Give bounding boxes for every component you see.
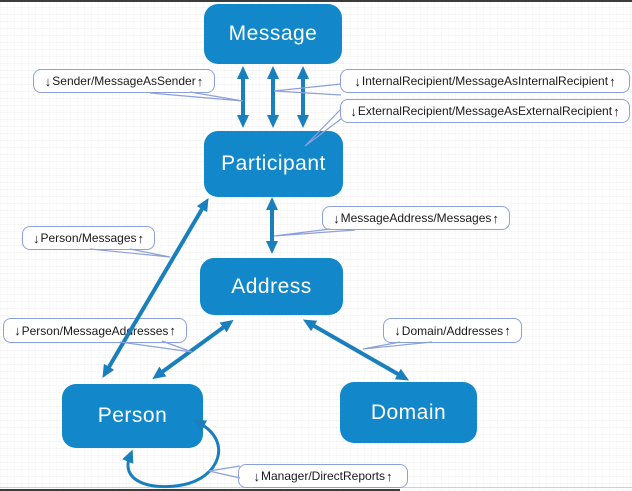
down-arrow-icon: ↓	[44, 73, 52, 89]
down-arrow-icon: ↓	[354, 73, 361, 89]
down-arrow-icon: ↓	[32, 230, 40, 246]
node-address-label: Address	[231, 274, 312, 298]
down-arrow-icon: ↓	[350, 103, 357, 119]
callout-domain-addresses-label: Domain/Addresses	[401, 323, 504, 338]
node-participant-label: Participant	[221, 152, 326, 175]
callout-person-messages: ↓Person/Messages↑	[22, 226, 155, 250]
node-message: Message	[204, 4, 342, 64]
callout-internal-recipient-leader	[273, 83, 342, 96]
callout-sender: ↓Sender/MessageAsSender↑	[33, 69, 215, 93]
node-person-label: Person	[97, 404, 168, 427]
down-arrow-icon: ↓	[333, 210, 340, 226]
callout-manager-direct-reports: ↓Manager/DirectReports↑	[238, 464, 408, 488]
up-arrow-icon: ↑	[196, 73, 204, 89]
node-participant: Participant	[204, 131, 343, 197]
callout-external-recipient: ↓ExternalRecipient/MessageAsExternalReci…	[340, 99, 630, 123]
down-arrow-icon: ↓	[394, 323, 401, 338]
node-person: Person	[62, 384, 203, 448]
callout-internal-recipient-label: InternalRecipient/MessageAsInternalRecip…	[361, 74, 609, 88]
up-arrow-icon: ↑	[613, 103, 620, 119]
callout-message-address-label: MessageAddress/Messages	[340, 211, 492, 225]
up-arrow-icon: ↑	[137, 230, 145, 246]
callout-message-address: ↓MessageAddress/Messages↑	[322, 206, 510, 230]
node-domain-label: Domain	[370, 400, 447, 424]
bottom-frame-line	[0, 489, 400, 491]
node-message-label: Message	[228, 22, 318, 45]
callout-person-message-addresses-label: Person/MessageAddresses	[21, 323, 169, 338]
up-arrow-icon: ↑	[169, 323, 176, 338]
node-domain: Domain	[340, 382, 477, 443]
callout-manager-direct-reports-label: Manager/DirectReports	[260, 469, 386, 483]
callout-person-messages-label: Person/Messages	[40, 231, 137, 245]
callout-sender-leader	[149, 91, 244, 102]
up-arrow-icon: ↑	[609, 73, 616, 89]
callout-person-messages-leader	[89, 248, 171, 258]
callout-sender-label: Sender/MessageAsSender	[52, 74, 196, 88]
up-arrow-icon: ↑	[504, 323, 511, 338]
callout-internal-recipient: ↓InternalRecipient/MessageAsInternalReci…	[340, 69, 630, 93]
callout-domain-addresses: ↓Domain/Addresses↑	[383, 318, 522, 343]
node-address: Address	[200, 258, 343, 315]
up-arrow-icon: ↑	[386, 468, 393, 484]
callout-message-address-leader	[273, 228, 356, 237]
callout-external-recipient-label: ExternalRecipient/MessageAsExternalRecip…	[357, 104, 613, 118]
callout-person-message-addresses: ↓Person/MessageAddresses↑	[3, 318, 187, 343]
callout-manager-direct-reports-leader	[208, 465, 241, 479]
up-arrow-icon: ↑	[492, 210, 499, 226]
top-frame-line	[0, 0, 632, 2]
callout-domain-addresses-leader	[362, 341, 433, 350]
down-arrow-icon: ↓	[14, 323, 21, 338]
down-arrow-icon: ↓	[253, 468, 260, 484]
